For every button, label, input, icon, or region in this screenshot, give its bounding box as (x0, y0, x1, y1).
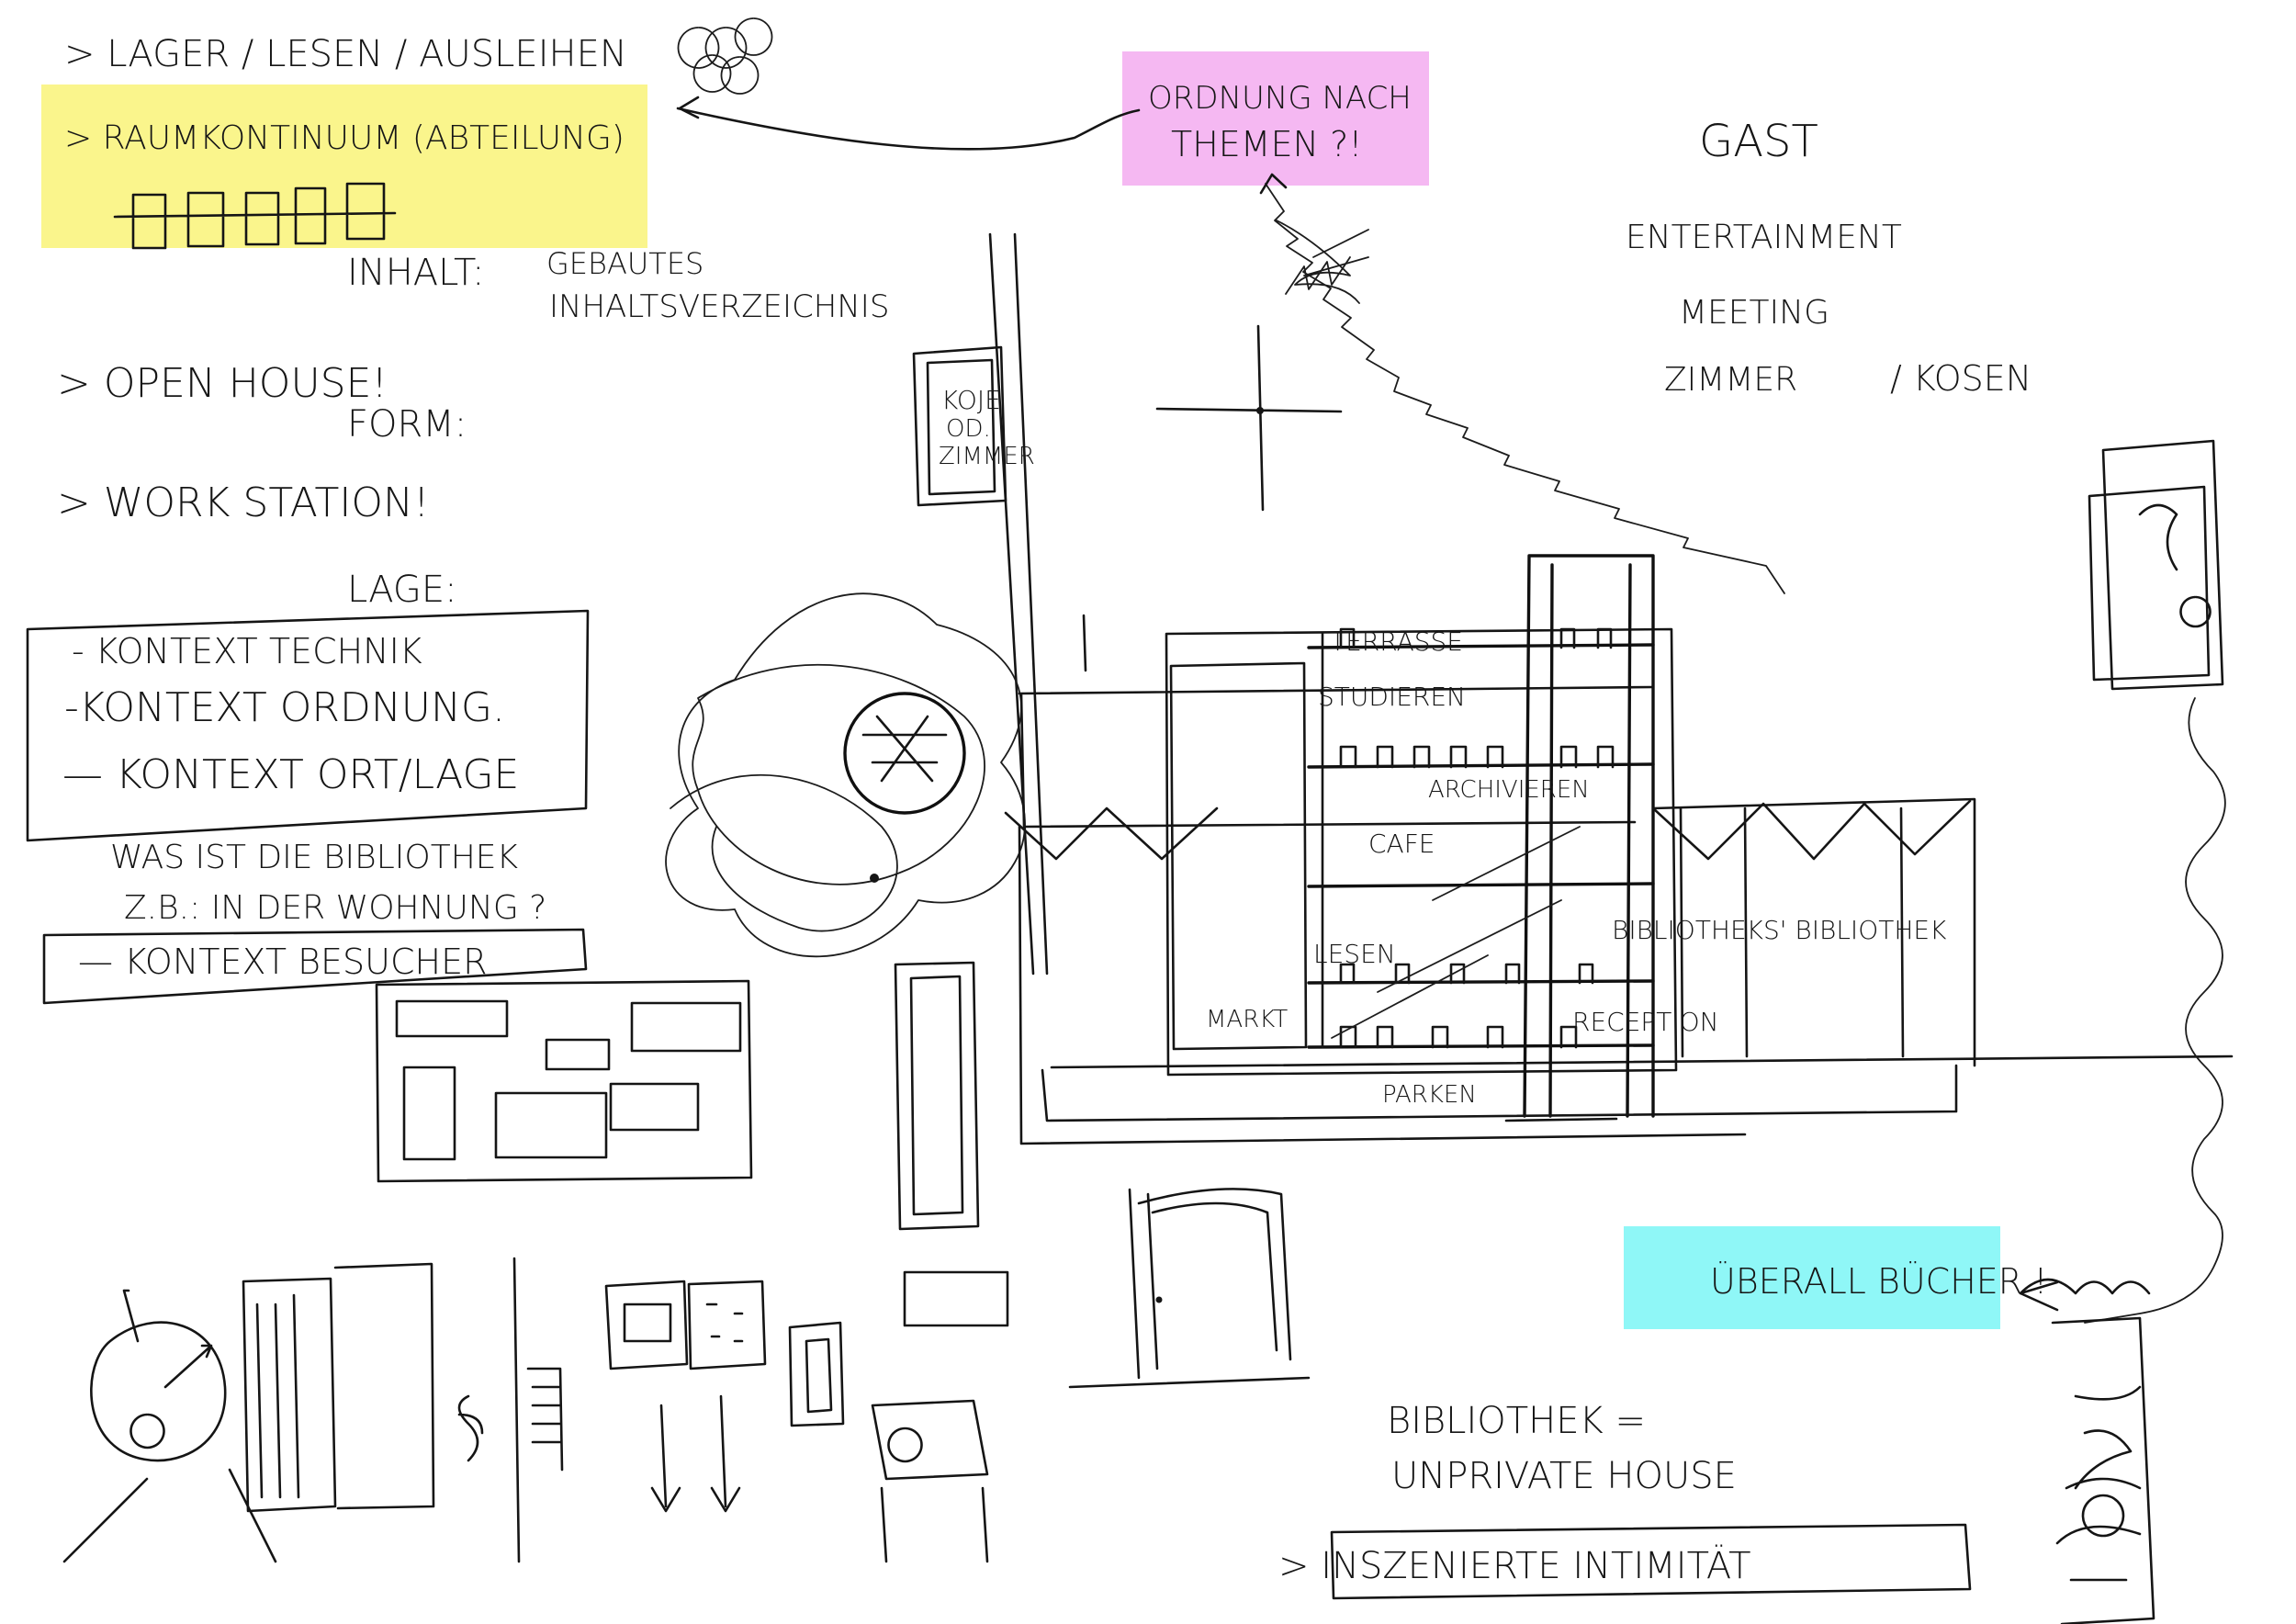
note-inhaltsverzeichnis: INHALTSVERZEICHNIS (549, 288, 889, 325)
note-themen: THEMEN ?! (1171, 124, 1363, 164)
sticky-note-pink (1122, 51, 1429, 186)
intimitaet-box (1330, 1523, 1972, 1600)
circle-node-inner (861, 715, 948, 783)
note-work-station: > WORK STATION! (57, 479, 430, 526)
small-frame-sketch (788, 1321, 845, 1427)
door-frame-sketch (1068, 1188, 1311, 1389)
crosshair-sketch (1155, 324, 1343, 512)
circles-doodle (677, 17, 773, 95)
note-kontext-ordnung: -KONTEXT ORDNUNG. (64, 684, 505, 731)
note-open-house: > OPEN HOUSE! (57, 360, 388, 407)
small-box (903, 1270, 1009, 1327)
note-meeting: MEETING (1679, 294, 1829, 332)
crosshair-point (1256, 407, 1264, 414)
bottom-right-tower (2051, 1316, 2155, 1624)
note-form: FORM: (347, 403, 467, 445)
note-inhalt: INHALT: (347, 252, 484, 294)
note-kontext-technik: - KONTEXT TECHNIK (72, 631, 422, 671)
note-unprivate-house: UNPRIVATE HOUSE (1391, 1455, 1737, 1497)
besucher-box (42, 928, 588, 1005)
note-raumkontinuum: > RAUMKONTINUUM (ABTEILUNG) (64, 119, 625, 157)
note-kosen: / KOSEN (1890, 358, 2032, 399)
loop-blob-sketch (665, 592, 1026, 958)
kontext-box (26, 609, 590, 842)
note-was-ist: WAS IST DIE BIBLIOTHEK (110, 839, 519, 876)
label-terrasse: TERRASSE (1330, 626, 1463, 657)
zigzag-cluster (1276, 220, 1369, 304)
note-kontext-ort: — KONTEXT ORT/LAGE (62, 751, 519, 798)
note-bibliothek-eq: BIBLIOTHEK = (1387, 1400, 1646, 1442)
swirl-icon (457, 1394, 484, 1462)
note-zimmer-small: ZIMMER (939, 443, 1035, 470)
right-wiggle-line (2084, 697, 2226, 1324)
note-inszenierte-intimitaet: > INSZENIERTE INTIMITÄT (1278, 1543, 1751, 1587)
circle-person-sketch (62, 1289, 277, 1563)
note-zb-wohnung: Z.B.: IN DER WOHNUNG ? (124, 889, 546, 927)
note-koje: KOJE (941, 385, 1001, 415)
note-lage: LAGE: (347, 569, 457, 611)
point-dot (870, 874, 879, 883)
chair-sketch (871, 1399, 989, 1563)
label-studieren: STUDIEREN (1318, 682, 1466, 712)
zigzag-line (1265, 183, 1785, 594)
room-chain-sketch (113, 182, 397, 250)
note-od: OD. (946, 415, 991, 443)
label-reception: RECEPTION (1572, 1007, 1719, 1037)
label-archivieren: ARCHIVIEREN (1428, 776, 1590, 804)
sticky-note-yellow (41, 85, 647, 248)
vertical-lines-top (988, 232, 1087, 976)
bottom-right-circle (2081, 1494, 2125, 1538)
note-entertainment: ENTERTAINMENT (1626, 219, 1902, 256)
panel-sketch (242, 1262, 435, 1513)
note-gast: GAST (1699, 116, 1818, 167)
connector-arrow (676, 96, 1141, 151)
down-arrows (650, 1394, 741, 1513)
note-zimmer: ZIMMER (1664, 361, 1797, 399)
note-ueberall-buecher: ÜBERALL BÜCHER ! (1710, 1261, 2048, 1302)
building-section (1004, 554, 2234, 1145)
floorplan-sketch (375, 979, 753, 1183)
sticky-note-cyan (1624, 1226, 2000, 1329)
note-ordnung-nach: ORDNUNG NACH (1148, 80, 1412, 117)
arrow-to-ueberall (2019, 1278, 2151, 1312)
circle-node (843, 692, 966, 815)
comb-sketch (512, 1257, 564, 1563)
double-card-sketch (604, 1280, 767, 1370)
label-markt: MARKT (1206, 1006, 1288, 1033)
note-kontext-besucher: — KONTEXT BESUCHER (78, 942, 487, 982)
right-tower-sketch (2088, 439, 2224, 691)
note-lager-lesen: > LAGER / LESEN / AUSLEIHEN (64, 33, 627, 75)
door-knob (1155, 1296, 1163, 1303)
label-bibliotheks-bibliothek: BIBLIOTHEKS' BIBLIOTHEK (1612, 915, 1947, 945)
label-lesen: LESEN (1313, 939, 1396, 969)
note-gebautes: GEBAUTES (546, 246, 703, 281)
label-cafe: CAFE (1368, 829, 1435, 859)
label-parken: PARKEN (1382, 1081, 1477, 1109)
tower-column (894, 961, 980, 1231)
